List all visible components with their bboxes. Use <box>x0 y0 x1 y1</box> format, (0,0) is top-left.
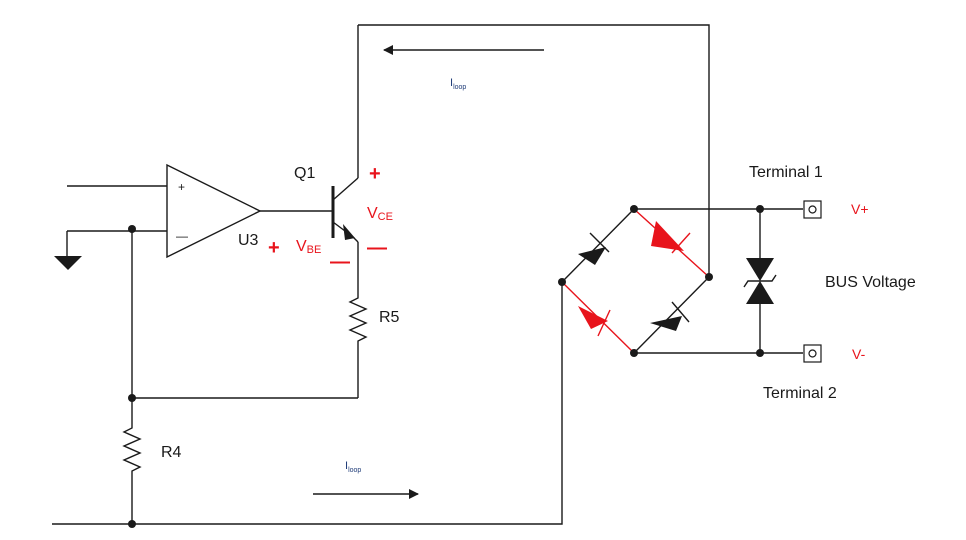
q1-label: Q1 <box>294 165 315 182</box>
vbe-label: VBE <box>296 238 321 256</box>
bottom-loop-wire <box>52 282 563 525</box>
vplus-label: V+ <box>851 201 869 217</box>
feedback-wire <box>131 229 358 399</box>
r4-label: R4 <box>161 444 182 461</box>
emitter-arrow-icon <box>343 224 355 240</box>
opamp-u3: + — <box>166 163 262 259</box>
opamp-minus-sign: — <box>176 229 188 243</box>
transistor-q1 <box>331 25 359 292</box>
junction-node <box>128 520 136 528</box>
terminal-2-connector <box>803 344 822 363</box>
resistor-r4 <box>122 398 142 524</box>
bus-voltage-label: BUS Voltage <box>825 274 916 291</box>
tvs-diode <box>743 209 777 353</box>
terminal-1-label: Terminal 1 <box>749 164 823 181</box>
terminal-1-connector <box>803 200 822 219</box>
resistor-r5 <box>348 292 368 398</box>
vce-plus-sign: + <box>369 163 381 185</box>
iloop-top-label: Iloop <box>450 77 466 91</box>
iloop-bottom-label: Iloop <box>345 460 361 474</box>
vbe-minus-sign: — <box>330 251 350 273</box>
diode-bridge <box>558 205 713 357</box>
vbe-plus-sign: + <box>268 237 280 259</box>
opamp-plus-sign: + <box>178 180 185 194</box>
r5-label: R5 <box>379 309 400 326</box>
u3-label: U3 <box>238 232 259 249</box>
top-loop-wire <box>358 24 710 277</box>
vce-label: VCE <box>367 205 393 223</box>
vminus-label: V- <box>852 346 866 362</box>
terminal-2-label: Terminal 2 <box>763 385 837 402</box>
ground-icon <box>54 231 82 270</box>
junction-node <box>128 225 136 233</box>
vce-minus-sign: — <box>367 237 387 259</box>
